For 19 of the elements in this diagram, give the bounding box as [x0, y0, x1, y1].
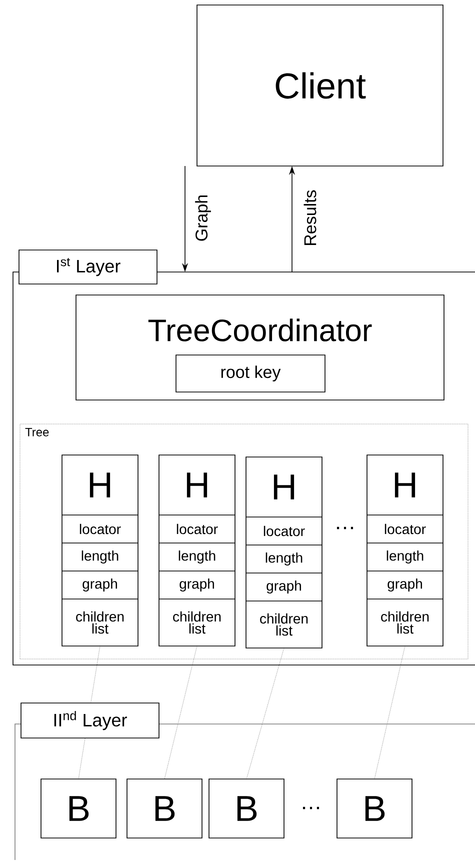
block-box: B	[40, 778, 116, 838]
connector-line	[246, 648, 284, 780]
record-column: H locator length graph children list	[62, 454, 138, 646]
record-column: H locator length graph children list	[158, 454, 236, 646]
edge-label: Graph	[195, 195, 211, 241]
ellipsis-mark: …	[302, 806, 320, 810]
block-box: B	[208, 778, 284, 838]
record-column: H locator length graph children list	[246, 456, 322, 648]
record-column: H locator length graph children list	[366, 454, 444, 646]
block-box: B	[126, 778, 202, 838]
edge-label: Results	[304, 190, 316, 245]
layer-tab: II$^{nd}$ Layer	[20, 702, 160, 738]
client-box: Client	[196, 4, 444, 166]
layer-tab: I$^{st}$ Layer	[18, 250, 158, 284]
key-box: root key	[176, 354, 326, 392]
connector-line	[164, 646, 198, 780]
ellipsis-mark: …	[336, 526, 354, 530]
connector-line	[374, 646, 406, 780]
block-box: B	[336, 778, 412, 838]
